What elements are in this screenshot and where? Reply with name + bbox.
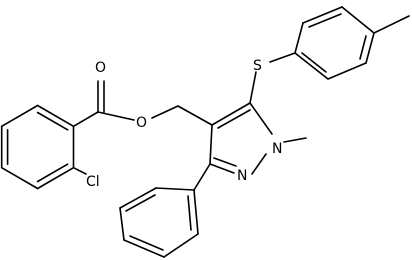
phenyl-ring <box>119 163 211 258</box>
chlorobenzene-ring <box>0 104 75 190</box>
n-methyl-label: N <box>272 141 282 157</box>
ester-oxygen-label: O <box>136 115 147 131</box>
n-ring-label: N <box>237 168 247 184</box>
sulfur-label: S <box>253 58 262 74</box>
c-cl-bond <box>72 166 87 175</box>
carbonyl-oxygen-label: O <box>95 60 106 76</box>
ester-group <box>72 80 213 128</box>
tolyl-thioether <box>249 6 410 104</box>
chlorine-label: Cl <box>86 174 100 190</box>
pyrazole-ring <box>209 102 307 175</box>
